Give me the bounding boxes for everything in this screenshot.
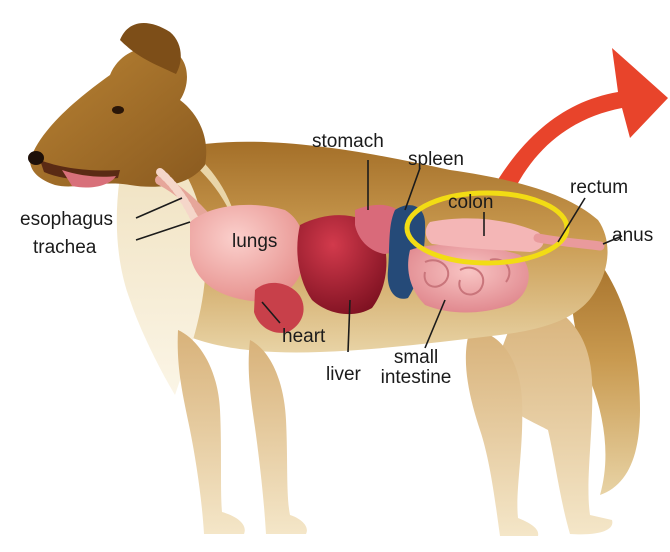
- label-anus: anus: [612, 226, 653, 246]
- label-heart: heart: [282, 327, 325, 347]
- label-small-intestine-line1: small: [376, 348, 456, 368]
- label-liver: liver: [326, 365, 361, 385]
- label-small-intestine-line2: intestine: [376, 368, 456, 388]
- label-small-intestine: small intestine: [376, 348, 456, 388]
- label-trachea: trachea: [33, 238, 96, 258]
- label-lungs: lungs: [232, 232, 277, 252]
- dog-front-leg: [178, 330, 245, 534]
- small-intestine-organ: [408, 245, 529, 313]
- label-colon: colon: [448, 193, 493, 213]
- label-stomach: stomach: [312, 132, 384, 152]
- label-spleen: spleen: [408, 150, 464, 170]
- label-rectum: rectum: [570, 178, 628, 198]
- dog-nose: [28, 151, 44, 165]
- dog-eye: [112, 106, 124, 114]
- label-esophagus: esophagus: [20, 210, 113, 230]
